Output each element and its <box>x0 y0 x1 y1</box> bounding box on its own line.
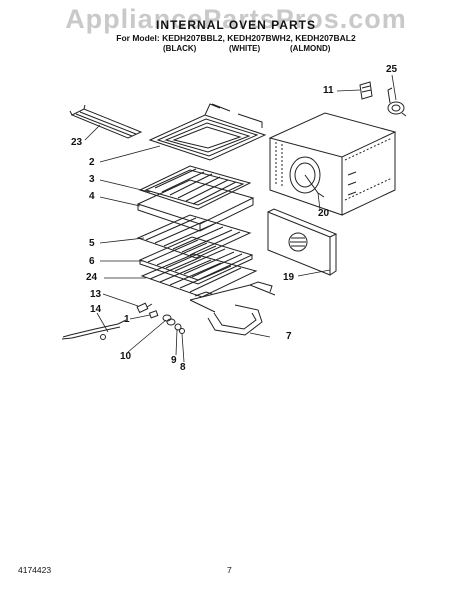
color-label-white: (WHITE) <box>229 44 261 53</box>
color-label-almond: (ALMOND) <box>290 44 331 53</box>
callout-24: 24 <box>86 272 98 283</box>
part-24-rack <box>140 253 258 298</box>
part-6-oven-rack <box>138 236 254 285</box>
part-1-screw <box>148 310 159 319</box>
part-9-8-nuts <box>174 323 185 334</box>
callout-5: 5 <box>89 238 95 249</box>
callout-10: 10 <box>120 351 132 362</box>
part-7-bake-element <box>189 281 276 336</box>
part-2-broil-element <box>148 103 267 161</box>
part-25-fan-motor <box>387 87 407 117</box>
callout-9: 9 <box>171 355 177 366</box>
callout-23: 23 <box>71 137 83 148</box>
part-20-convection-fan <box>289 156 325 198</box>
model-numbers: For Model: KEDH207BBL2, KEDH207BWH2, KED… <box>116 33 356 43</box>
callout-7: 7 <box>286 331 292 342</box>
part-14-temp-sensor <box>61 319 127 340</box>
part-13-bracket <box>136 302 153 314</box>
part-5-oven-rack <box>136 214 252 259</box>
callout-11: 11 <box>323 85 334 96</box>
color-label-black: (BLACK) <box>163 44 197 53</box>
callout-6: 6 <box>89 256 95 267</box>
callout-13: 13 <box>90 289 102 300</box>
callout-4: 4 <box>89 191 95 202</box>
page-number: 7 <box>227 565 232 575</box>
callout-14: 14 <box>90 304 102 315</box>
callout-2: 2 <box>89 157 95 168</box>
diagram-title: INTERNAL OVEN PARTS <box>156 18 316 32</box>
oven-cavity <box>268 112 397 216</box>
callout-3: 3 <box>89 174 95 185</box>
watermark: AppliancePartsPros.com <box>65 4 407 34</box>
callout-1: 1 <box>124 314 130 325</box>
part-3-broiler-grid <box>138 165 252 210</box>
callout-8: 8 <box>180 362 186 373</box>
footer-part-code: 4174423 <box>18 565 52 575</box>
callout-25: 25 <box>386 64 398 75</box>
callout-19: 19 <box>283 272 295 283</box>
part-19-fan-cover <box>267 208 338 276</box>
leader-lines <box>84 74 397 363</box>
part-10-terminal <box>162 314 176 326</box>
callout-20: 20 <box>318 208 330 219</box>
part-23-bracket <box>69 104 143 139</box>
part-11-bracket <box>359 81 373 100</box>
